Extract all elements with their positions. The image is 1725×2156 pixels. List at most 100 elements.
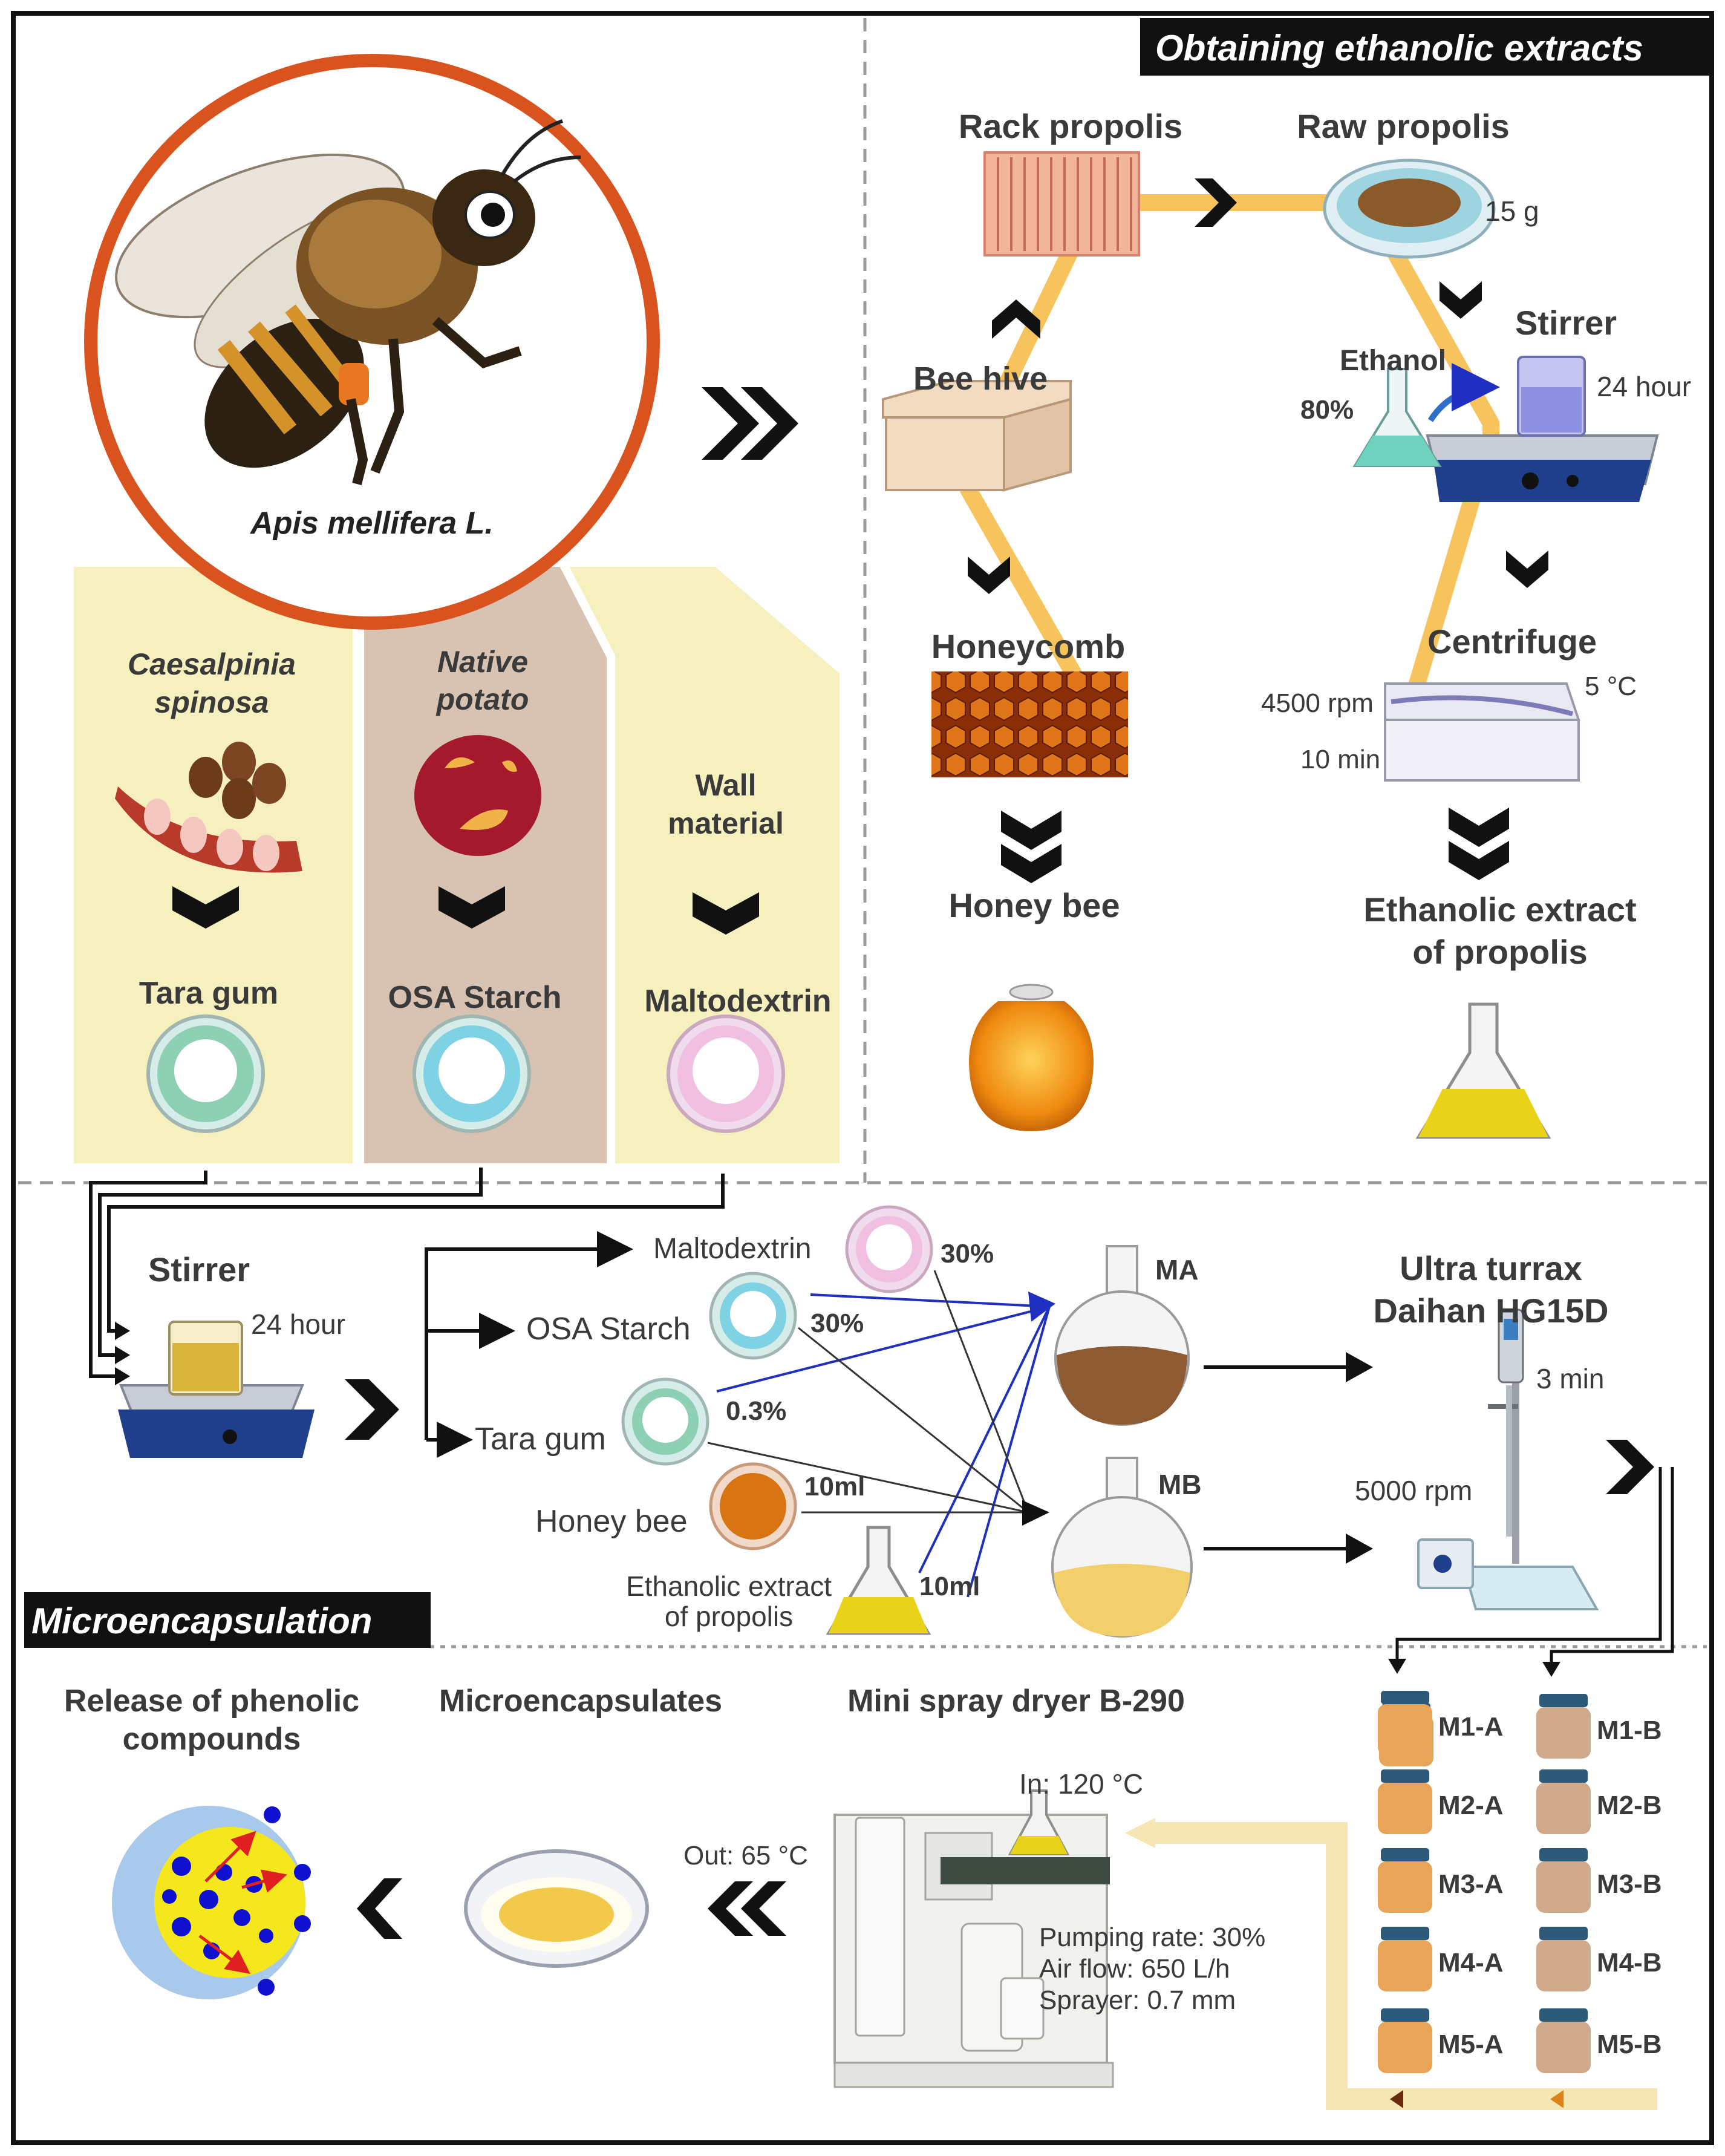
- bee-hive-label: Bee hive: [913, 361, 1048, 397]
- jar-m2-a: [1378, 1769, 1432, 1834]
- blue-arrowhead: [1028, 1292, 1055, 1322]
- flask-mb: [1051, 1457, 1193, 1638]
- stir-time-top: 24 hour: [1597, 371, 1692, 402]
- raw-propolis-dish: [1323, 158, 1496, 259]
- petri-tara: [146, 1014, 265, 1133]
- in-temp: In: 120 °C: [1019, 1768, 1144, 1800]
- caesalpinia-title-1: Caesalpinia: [128, 647, 296, 681]
- mid-malto-pct: 30%: [941, 1239, 994, 1269]
- centrifuge: [1384, 682, 1580, 782]
- stirrer-top: [1426, 356, 1659, 502]
- ethanol-flask: [1352, 368, 1442, 467]
- stirrer-label-top: Stirrer: [1515, 304, 1617, 342]
- osa-starch-label: OSA Starch: [388, 980, 562, 1015]
- stirrer-label-mid: Stirrer: [148, 1250, 250, 1289]
- jar-m3-b: [1536, 1848, 1591, 1913]
- stirrer-middle: [118, 1321, 315, 1458]
- jar-m2-b: [1536, 1769, 1591, 1834]
- feed-chevrons: [1390, 2090, 1564, 2108]
- black-mix-lines: [707, 1270, 1029, 1514]
- left-single-chevron: [357, 1878, 402, 1939]
- wall-title-1: Wall: [695, 768, 757, 802]
- air-flow: Air flow: 650 L/h: [1039, 1954, 1230, 1984]
- mid-osa: OSA Starch: [526, 1312, 691, 1347]
- ultra-time: 3 min: [1536, 1363, 1605, 1394]
- section-title-microencapsulation: Microencapsulation: [31, 1601, 373, 1641]
- feed-path: [1155, 1822, 1657, 2110]
- release-title-1: Release of phenolic: [64, 1684, 360, 1719]
- ultra-turrax-illustration: [1417, 1308, 1599, 1610]
- microencapsulates-title: Microencapsulates: [439, 1684, 723, 1719]
- mid-petri-tara: [621, 1377, 709, 1466]
- mid-flask-eep: [826, 1526, 931, 1635]
- tara-gum-label: Tara gum: [139, 976, 279, 1011]
- label-mb: MB: [1158, 1469, 1202, 1500]
- middle-connector-lines: [89, 1168, 725, 1378]
- ultra-title-2: Daihan HG15D: [1373, 1292, 1609, 1330]
- ultra-chevron: [1606, 1440, 1654, 1494]
- honeycomb: [931, 671, 1128, 777]
- centrifuge-temp: 5 °C: [1585, 671, 1637, 701]
- mid-osa-pct: 30%: [810, 1308, 864, 1338]
- label-m2-a: M2-A: [1438, 1791, 1504, 1820]
- mid-petri-osa: [709, 1272, 797, 1360]
- mid-tara-pct: 0.3%: [726, 1396, 787, 1426]
- ultra-rpm: 5000 rpm: [1355, 1475, 1473, 1506]
- flow-chevrons: [968, 178, 1548, 594]
- spray-dryer-title: Mini spray dryer B-290: [847, 1684, 1185, 1719]
- mid-honey: Honey bee: [535, 1504, 688, 1539]
- caesalpinia-title-2: spinosa: [154, 685, 269, 719]
- panel-wall-material: [555, 558, 848, 1172]
- jar-m1-a: [1378, 1691, 1432, 1756]
- left-double-chevron: [708, 1881, 786, 1936]
- title-bg-top: [1140, 18, 1712, 76]
- bee-illustration: [115, 119, 581, 485]
- mid-maltodextrin: Maltodextrin: [653, 1233, 812, 1265]
- mid-petri-malto: [845, 1205, 933, 1293]
- label-m5-b: M5-B: [1597, 2030, 1662, 2059]
- mid-eep-2: of propolis: [664, 1601, 794, 1632]
- centrifuge-label: Centrifuge: [1427, 622, 1597, 661]
- big-chevron-right: [702, 387, 798, 460]
- label-m1-b: M1-B: [1597, 1716, 1662, 1745]
- honey-jar: [969, 984, 1094, 1131]
- label-m5-a: M5-A: [1438, 2030, 1504, 2059]
- flask-ma: [1054, 1245, 1190, 1426]
- petri-osa: [412, 1014, 531, 1133]
- ethanol-arrow: [1427, 363, 1500, 422]
- label-m4-a: M4-A: [1438, 1948, 1504, 1978]
- label-m3-a: M3-A: [1438, 1869, 1504, 1899]
- jar-m4-b: [1536, 1927, 1591, 1991]
- outer-border: [11, 11, 1714, 2145]
- potato-title-2: potato: [436, 682, 529, 716]
- small-arrowheads: [115, 1322, 130, 1385]
- centrifuge-rpm: 4500 rpm: [1261, 688, 1374, 718]
- wall-title-2: material: [668, 806, 784, 840]
- jar-m5-b: [1536, 2008, 1591, 2073]
- ethanol-label: Ethanol: [1340, 345, 1446, 377]
- eep-flask-top: [1415, 1002, 1551, 1139]
- middle-chevron: [345, 1379, 399, 1440]
- out-temp: Out: 65 °C: [683, 1841, 808, 1870]
- raw-amount: 15 g: [1485, 195, 1539, 227]
- ultra-title-1: Ultra turrax: [1400, 1249, 1582, 1287]
- species-label: Apis mellifera L.: [250, 506, 494, 541]
- rack-propolis: [983, 151, 1140, 256]
- stir-time-mid: 24 hour: [251, 1308, 346, 1340]
- raw-propolis-label: Raw propolis: [1297, 107, 1510, 145]
- double-chevrons-down: [1001, 808, 1509, 883]
- to-ultra-arrows: [1204, 1365, 1349, 1550]
- branch-lines: [425, 1231, 633, 1458]
- label-ma: MA: [1155, 1254, 1199, 1285]
- label-m2-b: M2-B: [1597, 1791, 1662, 1820]
- label-m3-b: M3-B: [1597, 1869, 1662, 1899]
- potato-illustration: [414, 735, 541, 856]
- title-bg-bottom: [24, 1592, 431, 1648]
- mid-honey-vol: 10ml: [804, 1472, 866, 1501]
- jar-m4-a: [1378, 1927, 1432, 1991]
- bee-hive: [882, 380, 1072, 492]
- down-chevrons-panels: [172, 886, 759, 935]
- mid-petri-honey: [709, 1462, 797, 1550]
- mid-eep-vol: 10ml: [919, 1572, 980, 1601]
